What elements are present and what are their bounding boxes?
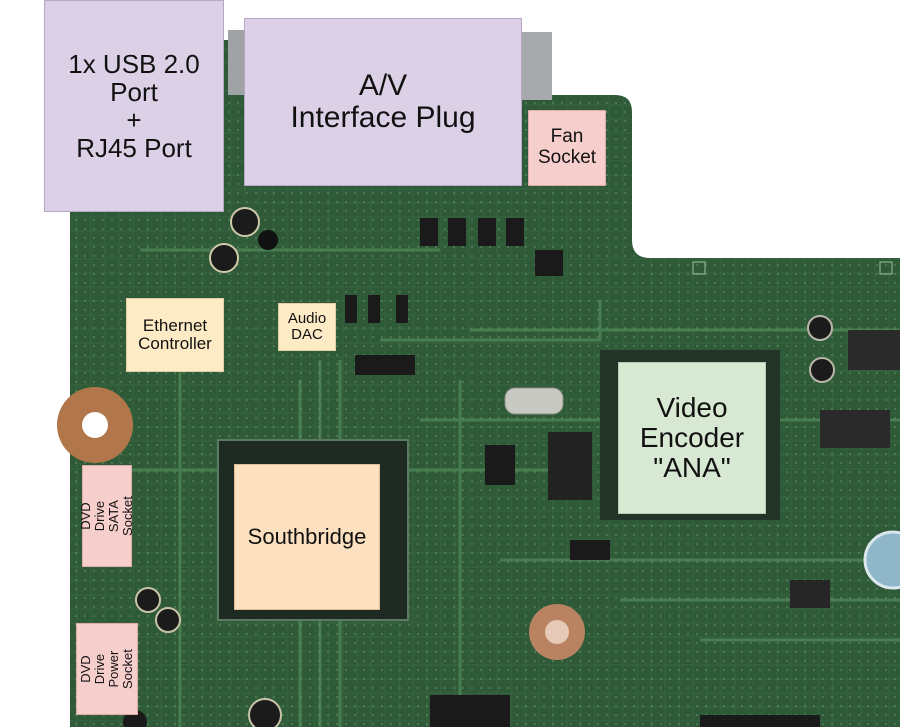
bottom-ic xyxy=(430,695,510,727)
southbridge-label: Southbridge xyxy=(234,464,380,610)
mosfet xyxy=(820,410,890,448)
usb-rj45-port-label: 1x USB 2.0 Port + RJ45 Port xyxy=(44,0,224,212)
fan-socket-label: Fan Socket xyxy=(528,110,606,186)
capacitors xyxy=(123,207,900,727)
ic-chip xyxy=(548,432,592,500)
mounting-hole-bottom xyxy=(529,604,585,660)
mosfet xyxy=(848,330,900,370)
ethernet-controller-label: Ethernet Controller xyxy=(126,298,224,372)
dvd-sata-socket-label: DVD Drive SATA Socket xyxy=(78,465,135,567)
bottom-right-ic xyxy=(700,715,820,727)
connector-bracket-right xyxy=(520,32,552,100)
dvd-power-socket-label: DVD Drive Power Socket xyxy=(76,623,138,715)
mosfet xyxy=(790,580,830,608)
mounting-hole-left xyxy=(57,387,133,463)
small-ics xyxy=(345,218,610,560)
crystal xyxy=(504,387,564,415)
video-encoder-label: Video Encoder "ANA" xyxy=(618,362,766,514)
av-interface-plug-label: A/V Interface Plug xyxy=(244,18,522,186)
audio-dac-label: Audio DAC xyxy=(278,303,336,351)
